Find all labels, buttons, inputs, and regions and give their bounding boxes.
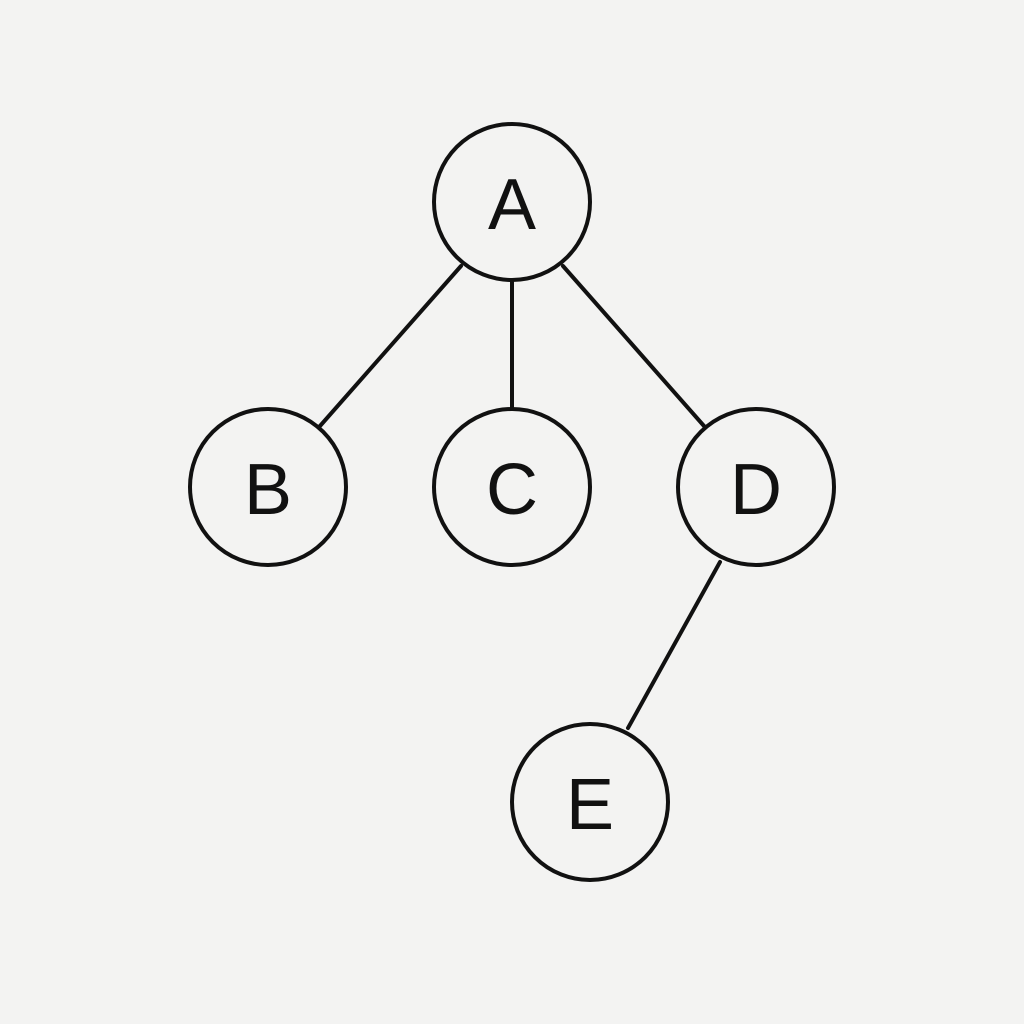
node-c-circle bbox=[432, 407, 592, 567]
node-d-circle bbox=[676, 407, 836, 567]
node-a-label: A bbox=[488, 165, 536, 245]
node-c-label: C bbox=[486, 450, 538, 530]
edge-a-b bbox=[318, 264, 463, 428]
node-e-circle bbox=[510, 722, 670, 882]
edge-a-d bbox=[561, 264, 706, 428]
node-b-circle bbox=[188, 407, 348, 567]
node-b: B bbox=[188, 407, 348, 567]
node-e-label: E bbox=[566, 765, 614, 845]
node-e: E bbox=[510, 722, 670, 882]
node-d: D bbox=[676, 407, 836, 567]
node-c: C bbox=[432, 407, 592, 567]
node-d-label: D bbox=[730, 450, 782, 530]
node-a-circle bbox=[432, 122, 592, 282]
node-a: A bbox=[432, 122, 592, 282]
edge-d-e bbox=[626, 560, 722, 730]
node-b-label: B bbox=[244, 450, 292, 530]
